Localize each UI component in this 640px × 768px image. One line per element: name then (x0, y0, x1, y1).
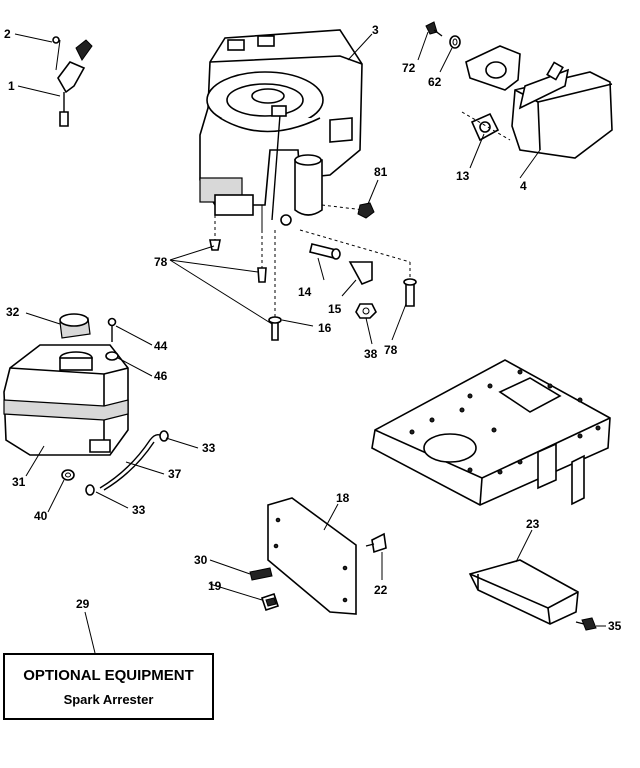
clip-19 (260, 592, 280, 612)
bolt-72 (425, 21, 443, 37)
callout-18: 18 (336, 491, 350, 505)
callout-32: 32 (6, 305, 20, 319)
callout-22: 22 (374, 583, 388, 597)
callout-33-upper: 33 (202, 441, 216, 455)
grommet-40 (61, 469, 75, 481)
callout-4: 4 (520, 179, 527, 193)
gasket-13 (461, 111, 511, 142)
callout-19: 19 (208, 579, 222, 593)
callout-62: 62 (428, 75, 442, 89)
throttle-control (52, 36, 93, 127)
fuel-line (99, 433, 163, 491)
leader-lines (14, 31, 606, 654)
bracket-23 (468, 559, 579, 625)
nut-38 (355, 303, 377, 319)
callout-78-right: 78 (384, 343, 398, 357)
callout-38: 38 (364, 347, 378, 361)
callout-16: 16 (318, 321, 332, 335)
engine (199, 29, 363, 230)
callout-72: 72 (402, 61, 416, 75)
spacer-14 (309, 243, 341, 260)
spark-arrester-label: Spark Arrester (63, 692, 154, 707)
callout-labels: 2 1 3 72 62 13 4 81 78 14 15 16 38 78 32… (4, 23, 622, 633)
callout-46: 46 (154, 369, 168, 383)
callout-37: 37 (168, 467, 182, 481)
callout-29: 29 (76, 597, 90, 611)
panel-18 (267, 497, 357, 615)
callout-44: 44 (154, 339, 168, 353)
fuel-cap (59, 313, 91, 339)
optional-equipment-title: OPTIONAL EQUIPMENT (23, 667, 194, 684)
callout-23: 23 (526, 517, 540, 531)
muffler (465, 45, 613, 159)
callout-33-lower: 33 (132, 503, 146, 517)
callout-3: 3 (372, 23, 379, 37)
callout-13: 13 (456, 169, 470, 183)
washer-62 (449, 35, 461, 49)
engine-mount-bolts (209, 239, 417, 341)
optional-equipment-box: OPTIONAL EQUIPMENT Spark Arrester (3, 653, 214, 720)
callout-30: 30 (194, 553, 208, 567)
callout-81: 81 (374, 165, 388, 179)
callout-40: 40 (34, 509, 48, 523)
pad-30 (249, 567, 273, 581)
fuel-tank (3, 344, 129, 456)
callout-1: 1 (8, 79, 15, 93)
callout-78-left: 78 (154, 255, 168, 269)
callout-2: 2 (4, 27, 11, 41)
screw-35 (575, 617, 597, 631)
callout-31: 31 (12, 475, 26, 489)
callout-14: 14 (298, 285, 312, 299)
engine-bolt-leaders (214, 204, 411, 330)
bracket-15 (348, 261, 373, 286)
callout-35: 35 (608, 619, 622, 633)
nut-81 (357, 202, 375, 219)
callout-15: 15 (328, 302, 342, 316)
screw-44-washer-46 (105, 317, 119, 361)
knob-22 (365, 532, 387, 554)
chassis-plate (371, 359, 611, 506)
